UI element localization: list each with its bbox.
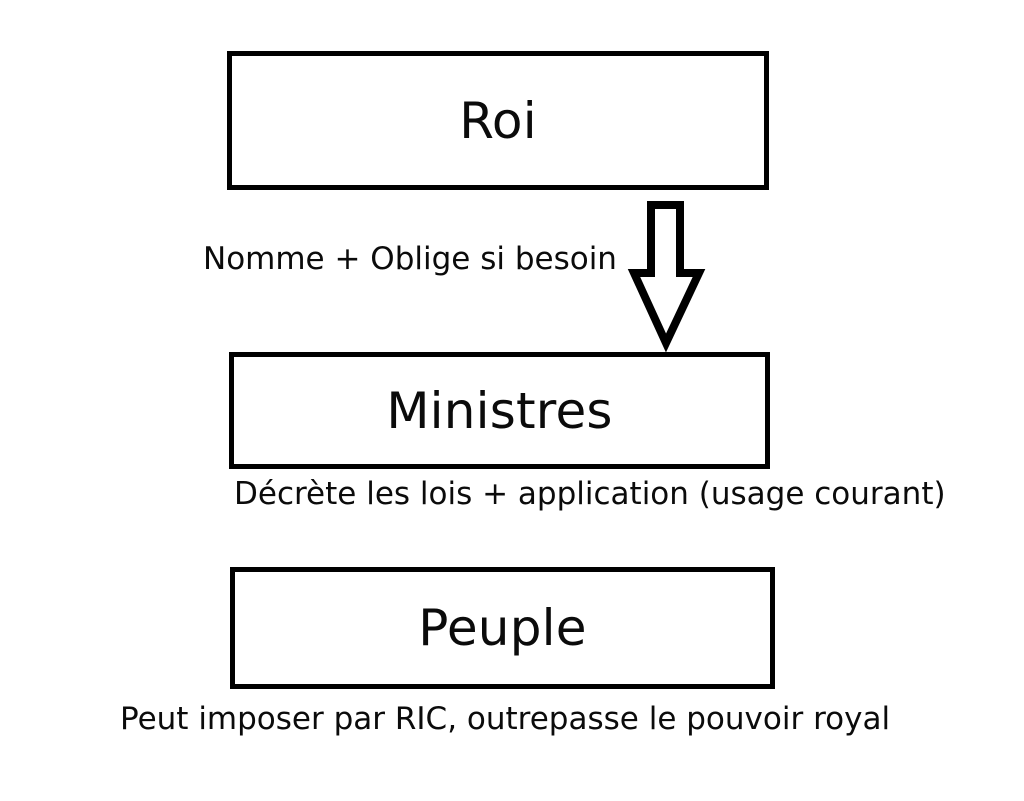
node-box-roi[interactable]: Roi — [227, 51, 769, 190]
down-block-arrow-icon — [627, 197, 708, 353]
node-box-ministres[interactable]: Ministres — [229, 352, 770, 469]
caption-decrete-lois: Décrète les lois + application (usage co… — [234, 476, 946, 512]
node-label-roi: Roi — [459, 91, 537, 150]
node-label-peuple: Peuple — [418, 599, 587, 657]
node-box-peuple[interactable]: Peuple — [230, 567, 775, 689]
caption-nomme-oblige: Nomme + Oblige si besoin — [203, 241, 617, 277]
node-label-ministres: Ministres — [386, 381, 613, 440]
caption-peut-imposer-ric: Peut imposer par RIC, outrepasse le pouv… — [120, 701, 891, 737]
